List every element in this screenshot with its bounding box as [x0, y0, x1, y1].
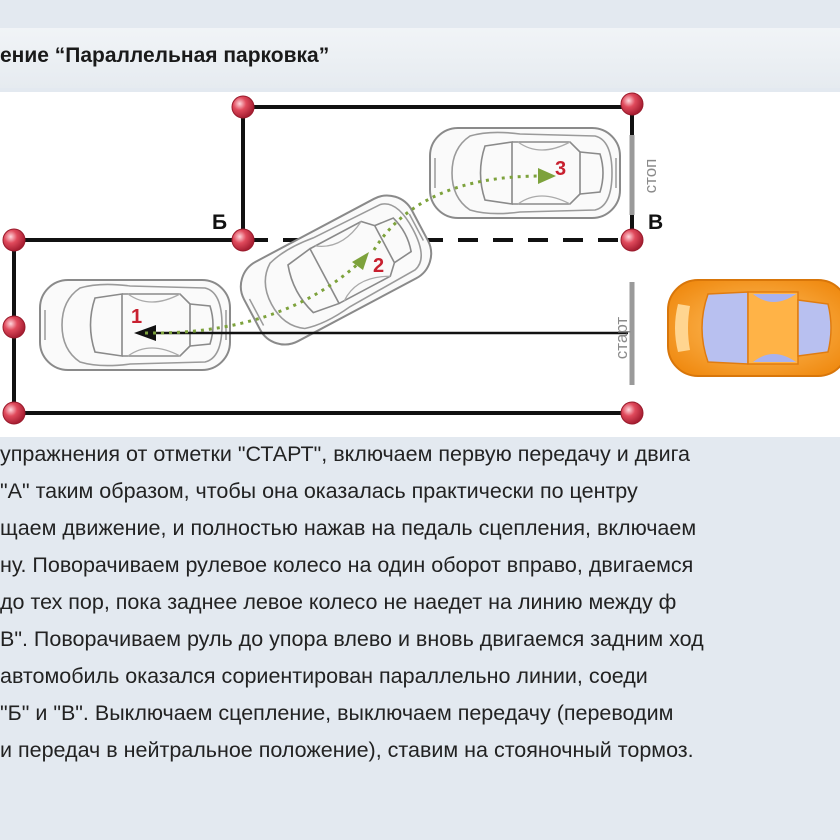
position-label-1: 1	[131, 306, 142, 328]
marker	[2, 315, 26, 339]
point-label-v: В	[648, 211, 663, 234]
marker	[231, 228, 255, 252]
instruction-line: "Б" и "В". Выключаем сцепление, выключае…	[0, 701, 674, 725]
maneuver-arrow-head	[352, 252, 369, 270]
instructions-text: упражнения от отметки "СТАРТ", включаем …	[0, 436, 840, 769]
marker	[620, 228, 644, 252]
instruction-line: автомобиль оказался сориентирован паралл…	[0, 664, 648, 688]
marker	[2, 401, 26, 425]
parking-diagram: 1 2 3 Б В стоп старт	[2, 92, 840, 425]
instruction-line: и передач в нейтральное положение), став…	[0, 738, 694, 762]
car-position-3	[429, 127, 621, 219]
stop-label: стоп	[641, 159, 660, 194]
position-label-2: 2	[373, 255, 384, 277]
marker-balls	[2, 92, 644, 425]
maneuver-path	[144, 260, 362, 335]
title-bar	[0, 28, 840, 88]
position-label-3: 3	[555, 158, 566, 180]
start-label: старт	[612, 317, 631, 360]
instruction-line: упражнения от отметки "СТАРТ", включаем …	[0, 442, 690, 466]
instruction-line: ну. Поворачиваем рулевое колесо на один …	[0, 553, 694, 577]
marker	[231, 95, 255, 119]
instruction-line: "А" таким образом, чтобы она оказалась п…	[0, 479, 638, 503]
start-car	[667, 279, 840, 377]
page-title: ение “Параллельная парковка”	[0, 44, 330, 67]
car-position-2	[229, 184, 443, 356]
point-label-b: Б	[212, 211, 227, 234]
maneuver-arrow-head	[538, 168, 556, 184]
instruction-line: щаем движение, и полностью нажав на педа…	[0, 516, 697, 540]
instruction-line: В". Поворачиваем руль до упора влево и в…	[0, 627, 704, 651]
marker	[2, 228, 26, 252]
instruction-line: до тех пор, пока заднее левое колесо не …	[0, 590, 677, 614]
marker	[620, 92, 644, 116]
marker	[620, 401, 644, 425]
